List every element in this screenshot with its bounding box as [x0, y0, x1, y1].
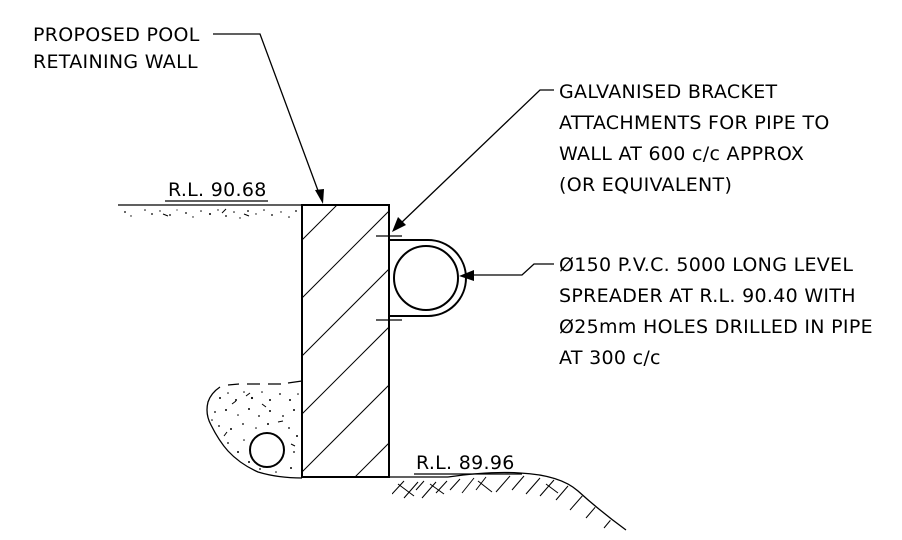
- spreader-label-line-1: Ø150 P.V.C. 5000 LONG LEVEL: [559, 254, 853, 276]
- svg-text:RETAINING WALL: RETAINING WALL: [33, 51, 198, 73]
- spreader-label-line-3: Ø25mm HOLES DRILLED IN PIPE: [559, 316, 873, 338]
- rl-bottom-label: R.L. 89.96: [416, 452, 515, 474]
- galvanised-bracket: [389, 239, 467, 317]
- spreader-label-line-4: AT 300 c/c: [559, 347, 661, 369]
- spreader-label: Ø150 P.V.C. 5000 LONG LEVEL SPREADER AT …: [559, 254, 873, 369]
- wall-hatching: [302, 205, 389, 477]
- bracket-label: GALVANISED BRACKET ATTACHMENTS FOR PIPE …: [559, 81, 830, 196]
- wall-label-line-1: PROPOSED POOL: [33, 24, 200, 46]
- top-soil-speckle: [124, 208, 297, 219]
- agricultural-drain-pipe: [249, 432, 285, 468]
- spreader-pipe: [393, 245, 459, 311]
- spreader-label-line-2: SPREADER AT R.L. 90.40 WITH: [559, 285, 856, 307]
- wall-label: PROPOSED POOL RETAINING WALL: [33, 24, 200, 73]
- gravel-backfill: [206, 380, 303, 479]
- top-ground: [118, 204, 302, 219]
- bracket-label-line-2: ATTACHMENTS FOR PIPE TO: [559, 112, 830, 134]
- svg-text:WALL AT 600 c/c APPROX: WALL AT 600 c/c APPROX: [559, 143, 804, 165]
- svg-text:SPREADER AT R.L. 90.40 WITH: SPREADER AT R.L. 90.40 WITH: [559, 285, 856, 307]
- soil-hatching: [392, 475, 615, 529]
- svg-text:(OR EQUIVALENT): (OR EQUIVALENT): [559, 174, 732, 196]
- svg-text:Ø25mm HOLES DRILLED IN PIPE: Ø25mm HOLES DRILLED IN PIPE: [559, 316, 873, 338]
- bracket-label-line-4: (OR EQUIVALENT): [559, 174, 732, 196]
- retaining-wall: [301, 204, 390, 478]
- bracket-label-line-3: WALL AT 600 c/c APPROX: [559, 143, 804, 165]
- rl-top-label: R.L. 90.68: [168, 179, 267, 201]
- svg-text:ATTACHMENTS FOR PIPE TO: ATTACHMENTS FOR PIPE TO: [559, 112, 830, 134]
- svg-text:Ø150 P.V.C. 5000 LONG LEVEL: Ø150 P.V.C. 5000 LONG LEVEL: [559, 254, 853, 276]
- svg-text:PROPOSED POOL: PROPOSED POOL: [33, 24, 200, 46]
- leader-lines: [213, 33, 554, 281]
- bracket-label-line-1: GALVANISED BRACKET: [559, 81, 778, 103]
- svg-text:GALVANISED BRACKET: GALVANISED BRACKET: [559, 81, 778, 103]
- wall-label-line-2: RETAINING WALL: [33, 51, 198, 73]
- bottom-ground: [389, 471, 627, 531]
- gravel-speckle: [211, 391, 299, 473]
- svg-text:AT 300 c/c: AT 300 c/c: [559, 347, 661, 369]
